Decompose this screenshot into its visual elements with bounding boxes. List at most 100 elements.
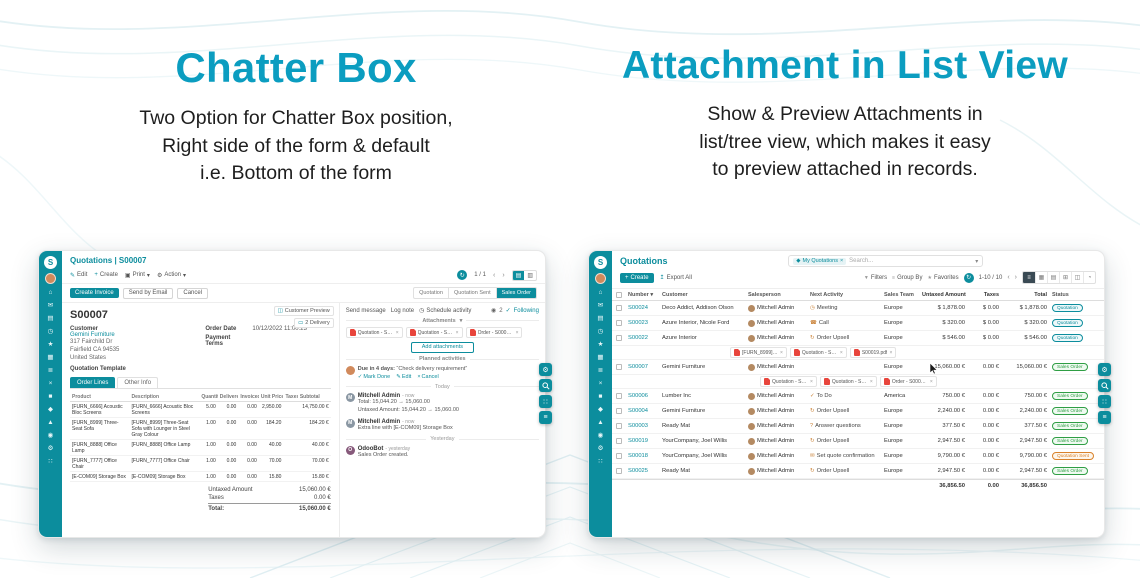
chatter-right-toggle-icon[interactable]: ▥	[527, 272, 533, 279]
next-activity-cell[interactable]: ✉Set quote confirmation	[810, 453, 882, 459]
attachment-chip[interactable]: [FURN_8999] Custom... ×	[730, 347, 787, 358]
schedule-activity-button[interactable]: ◷Schedule activity	[419, 307, 472, 315]
sync-button[interactable]: ↻	[457, 270, 468, 280]
sidebar-app-icon[interactable]: ◆	[48, 406, 53, 413]
remove-attachment-icon[interactable]: ×	[839, 349, 843, 356]
next-activity-cell[interactable]: ◷Meeting	[810, 305, 882, 311]
attachment-chip[interactable]: Quotation - S00019.pdf ×	[819, 376, 877, 387]
user-avatar[interactable]	[45, 273, 56, 284]
attachment-chip[interactable]: Order - S00007.pdf ×	[465, 327, 523, 338]
next-activity-cell[interactable]: ✓To Do	[810, 393, 882, 399]
col-next-activity[interactable]: Next Activity	[810, 291, 844, 298]
order-line-row[interactable]: [E-COM09] Storage Box [E-COM09] Storage …	[70, 471, 331, 483]
sync-button[interactable]: ↻	[963, 272, 974, 283]
row-checkbox[interactable]	[616, 335, 622, 341]
search-fab[interactable]	[539, 379, 552, 392]
view-switch-icon[interactable]: ▦	[1035, 272, 1047, 283]
create-button[interactable]: +Create	[94, 272, 118, 278]
row-checkbox[interactable]	[616, 468, 622, 474]
user-avatar[interactable]	[595, 273, 606, 284]
attachment-chip[interactable]: S00019.pdf ×	[849, 347, 897, 358]
col-sales-team[interactable]: Sales Team	[884, 291, 914, 298]
sidebar-app-icon[interactable]: ×	[598, 380, 603, 387]
app-logo[interactable]: S	[44, 256, 57, 269]
remove-attachment-icon[interactable]: ×	[395, 329, 399, 336]
next-activity-cell[interactable]: ↻Order Upsell	[810, 408, 882, 414]
quotation-row[interactable]: S00025 Ready Mat Mitchell Admin ↻Order U…	[612, 464, 1104, 479]
remove-attachment-icon[interactable]: ×	[780, 349, 783, 356]
send-message-button[interactable]: Send message	[345, 307, 386, 314]
sidebar-app-icon[interactable]: ⌂	[598, 289, 603, 296]
quotation-row[interactable]: S00018 YourCompany, Joel Willis Mitchell…	[612, 449, 1104, 464]
next-activity-cell[interactable]: ☎Call	[810, 320, 882, 326]
quotation-row[interactable]: S00004 Gemini Furniture Mitchell Admin ↻…	[612, 404, 1104, 419]
print-button[interactable]: ▣Print▾	[124, 272, 150, 279]
sidebar-app-icon[interactable]: ■	[48, 393, 53, 400]
view-switch-icon[interactable]: ▤	[1047, 272, 1059, 283]
chatter-bottom-toggle-icon[interactable]: ▤	[512, 270, 525, 280]
row-checkbox[interactable]	[616, 453, 622, 459]
apps-fab[interactable]: ∷	[539, 395, 552, 408]
sidebar-app-icon[interactable]: ◷	[597, 328, 604, 335]
order-line-row[interactable]: [FURN_8888] Office Lamp [FURN_8888] Offi…	[70, 439, 331, 457]
row-checkbox[interactable]	[616, 408, 622, 414]
select-all-checkbox[interactable]	[616, 291, 622, 298]
send-by-email-button[interactable]: Send by Email	[122, 287, 174, 299]
delivery-button[interactable]: ▭2 Delivery	[294, 318, 334, 328]
order-line-row[interactable]: [FURN_7777] Office Chair [FURN_7777] Off…	[70, 455, 331, 473]
create-button[interactable]: +Create	[620, 272, 654, 283]
sidebar-app-icon[interactable]: ▤	[597, 315, 604, 322]
log-note-button[interactable]: Log note	[390, 307, 415, 314]
search-input[interactable]: Search...	[849, 258, 874, 264]
remove-attachment-icon[interactable]: ×	[515, 329, 519, 336]
groupby-button[interactable]: ≡Group By	[892, 274, 923, 281]
export-all-button[interactable]: ↥Export All	[659, 274, 692, 282]
sidebar-app-icon[interactable]: ◷	[47, 328, 54, 335]
quotation-number-link[interactable]: S00023	[628, 320, 648, 326]
settings-fab[interactable]: ⚙	[539, 363, 552, 376]
col-untaxed[interactable]: Untaxed Amount	[922, 291, 966, 298]
pager-prev-icon[interactable]: ‹	[492, 271, 496, 279]
sidebar-app-icon[interactable]: ▲	[597, 419, 604, 426]
message-author[interactable]: OdooBot	[357, 445, 384, 452]
search-caret-icon[interactable]: ▾	[975, 258, 979, 265]
next-activity-cell[interactable]: ↻Order Upsell	[810, 468, 882, 474]
attachment-chip[interactable]: Quotation - S00023.pdf ×	[345, 327, 403, 338]
followers-count[interactable]: 2	[499, 307, 503, 314]
sidebar-app-icon[interactable]: ⚙	[47, 445, 54, 452]
sidebar-app-icon[interactable]: ≣	[47, 367, 54, 374]
mark-done-button[interactable]: ✓Mark Done	[357, 374, 391, 381]
remove-attachment-icon[interactable]: ×	[810, 378, 813, 385]
quotation-number-link[interactable]: S00024	[628, 305, 648, 311]
settings-fab[interactable]: ⚙	[1098, 363, 1111, 376]
sidebar-app-icon[interactable]: ⚙	[597, 445, 604, 452]
order-line-row[interactable]: [FURN_6666] Acoustic Bloc Screens [FURN_…	[70, 401, 331, 419]
next-activity-cell[interactable]: ↻Order Upsell	[810, 438, 882, 444]
quotation-number-link[interactable]: S00007	[628, 364, 648, 370]
filters-button[interactable]: ▼Filters	[863, 274, 888, 281]
quotation-number-link[interactable]: S00006	[628, 393, 648, 399]
remove-attachment-icon[interactable]: ×	[455, 329, 459, 336]
row-checkbox[interactable]	[616, 364, 622, 370]
create-invoice-button[interactable]: Create Invoice	[70, 288, 119, 298]
cancel-button[interactable]: Cancel	[177, 287, 209, 299]
sidebar-app-icon[interactable]: ■	[598, 393, 603, 400]
message-author[interactable]: Mitchell Admin	[357, 393, 401, 400]
search-fab[interactable]	[1098, 379, 1111, 392]
sidebar-app-icon[interactable]: ≣	[597, 367, 604, 374]
sidebar-app-icon[interactable]: ◆	[598, 406, 603, 413]
sidebar-app-icon[interactable]: ✉	[47, 302, 54, 309]
menu-fab[interactable]: ≡	[1098, 411, 1111, 424]
sidebar-app-icon[interactable]: ∷	[598, 458, 603, 465]
attachment-chip[interactable]: Quotation - S00023.pdf ×	[760, 376, 817, 387]
quotation-row[interactable]: S00003 Ready Mat Mitchell Admin ?Answer …	[612, 419, 1104, 434]
next-activity-cell[interactable]: ↻Order Upsell	[810, 335, 882, 341]
sidebar-app-icon[interactable]: ⌂	[48, 289, 53, 296]
col-taxes[interactable]: Taxes	[983, 291, 999, 298]
pager-prev-icon[interactable]: ‹	[1007, 274, 1010, 281]
following-button[interactable]: Following	[513, 307, 539, 314]
sidebar-app-icon[interactable]: ◉	[597, 432, 604, 439]
view-switch-icon[interactable]: ≡	[1023, 272, 1035, 283]
view-switch-icon[interactable]: ◫	[1071, 272, 1083, 283]
view-switch-icon[interactable]: ⊞	[1059, 272, 1071, 283]
